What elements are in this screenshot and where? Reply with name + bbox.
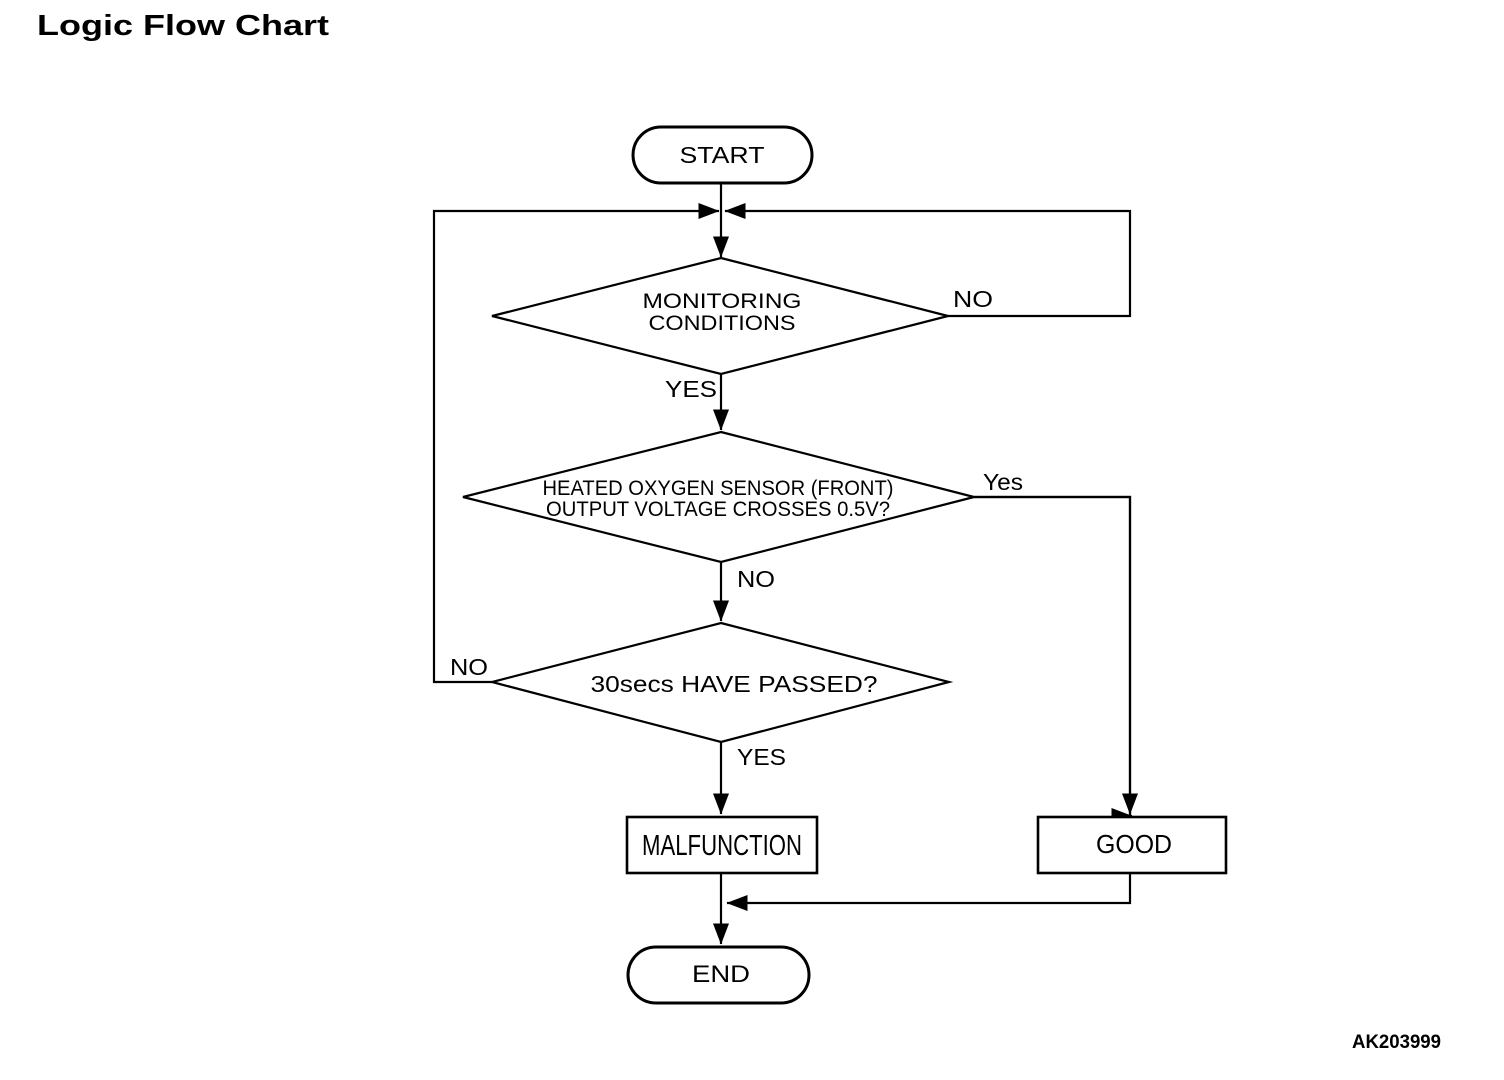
node-good	[1036, 815, 1228, 875]
edge-label-oxygen-yes: Yes	[983, 469, 1023, 495]
page-title: Logic Flow Chart	[37, 10, 329, 42]
edge-labels: NO YES Yes NO NO YES	[450, 286, 1023, 770]
edge-good-to-end-junction	[726, 873, 1132, 911]
node-monitoring-label-line2: CONDITIONS	[649, 312, 796, 335]
node-good-label: GOOD	[1096, 829, 1172, 859]
edge-label-passed30-no: NO	[450, 654, 488, 680]
node-end	[626, 945, 811, 1005]
node-oxygen-label-line1: HEATED OXYGEN SENSOR (FRONT)	[543, 477, 894, 500]
node-monitoring-label-line1: MONITORING	[643, 290, 802, 313]
edge-label-oxygen-no: NO	[737, 566, 775, 592]
node-oxygen-sensor	[462, 430, 975, 564]
edge-label-monitoring-no: NO	[953, 286, 993, 312]
edge-label-passed30-yes: YES	[737, 744, 786, 770]
edge-oxygen-yes-to-good	[974, 495, 1133, 824]
node-malfunction-label: MALFUNCTION	[642, 830, 802, 862]
edge-oxygen-yes-to-good-arrow	[974, 495, 1138, 815]
node-30secs-label: 30secs HAVE PASSED?	[591, 671, 878, 697]
node-start	[631, 125, 814, 185]
node-end-label: END	[692, 961, 750, 988]
node-monitoring-conditions	[491, 256, 949, 376]
nodes: START MONITORING CONDITIONS HEATED OXYGE…	[462, 125, 1228, 1005]
node-malfunction	[625, 815, 819, 875]
figure-code: AK203999	[1352, 1032, 1441, 1053]
node-oxygen-label-line2: OUTPUT VOLTAGE CROSSES 0.5V?	[546, 498, 890, 521]
node-30secs-passed	[487, 621, 954, 744]
edge-label-monitoring-yes: YES	[665, 376, 717, 402]
edge-monitoring-no-feedback	[724, 203, 1132, 318]
node-start-label: START	[680, 142, 765, 168]
edge-passed30-no-feedback	[432, 203, 720, 684]
